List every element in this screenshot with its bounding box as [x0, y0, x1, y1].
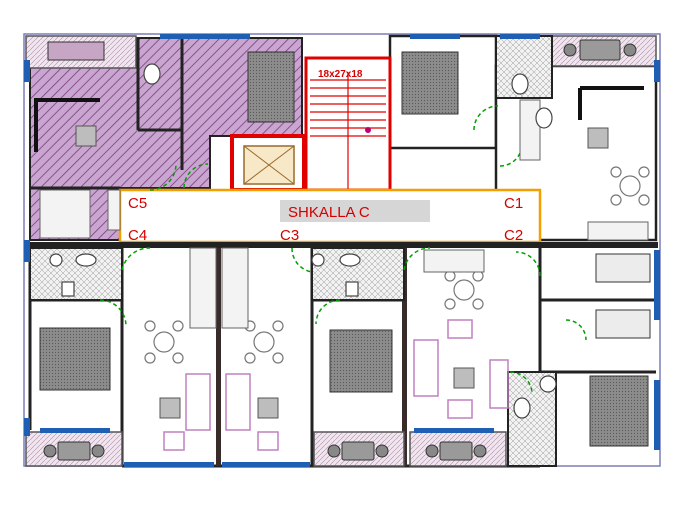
- beds: [39, 51, 651, 447]
- unit-label-c1: C1: [504, 195, 523, 212]
- stair-label: 18x27x18: [318, 69, 363, 80]
- corridor-title-box: [280, 200, 430, 222]
- windows: [24, 34, 660, 467]
- kitchen-cabinets: [39, 99, 649, 329]
- bathroom-bottom-1: [29, 247, 123, 301]
- dining-sets: [144, 166, 650, 364]
- unit-label-c3: C3: [280, 227, 299, 244]
- unit-label-c5: C5: [128, 195, 147, 212]
- elevator-cross-b: [243, 145, 295, 185]
- sanitary-fixtures: [49, 63, 557, 419]
- corridor-title: SHKALLA C: [288, 204, 370, 221]
- interior-walls-top-left: [30, 38, 184, 190]
- balcony-furniture: [43, 39, 637, 461]
- lounge-sofas: [163, 319, 509, 451]
- party-wall-1: [216, 248, 221, 466]
- coffee-tables: [75, 125, 609, 419]
- unit-label-c4: C4: [128, 227, 147, 244]
- unit-label-c2: C2: [504, 227, 523, 244]
- party-wall-2: [402, 248, 407, 466]
- stair-treads: [310, 72, 386, 190]
- slab-wall: [28, 242, 658, 248]
- sofas: [34, 86, 644, 152]
- stair-marker: [365, 127, 371, 133]
